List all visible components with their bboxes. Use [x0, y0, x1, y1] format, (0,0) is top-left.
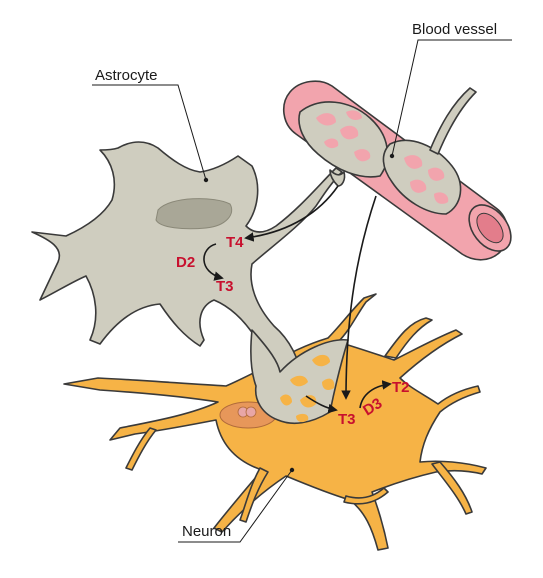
arrow-vessel-to-astrocyte [244, 185, 339, 242]
arrow-vessel-to-neuron [341, 195, 377, 400]
neuron-leader-line [178, 469, 293, 543]
blood-vessel-label: Blood vessel [412, 21, 497, 38]
nucleolus [245, 406, 257, 418]
vessel-lumen [476, 212, 504, 244]
neuron-t2-label: T2 [392, 379, 410, 396]
astrocyte-leader-line [92, 84, 207, 181]
blood-vessel-leader-dot [389, 153, 395, 159]
neuron-leader-dot [289, 467, 295, 473]
blood-vessel-leader-line [391, 39, 512, 157]
arrow-t4-to-t3-astrocyte [203, 243, 224, 281]
astrocyte-t3-label: T3 [216, 278, 234, 295]
transport-arrows [203, 185, 392, 414]
arrow-t3-to-t2-neuron [359, 380, 392, 409]
astrocyte-label: Astrocyte [95, 67, 158, 84]
neuron-t3-label: T3 [338, 411, 356, 428]
endfoot-network-neuron [280, 354, 335, 423]
astrocyte-d2-label: D2 [176, 254, 195, 271]
astrocyte-leader-dot [203, 177, 209, 183]
neuron-label: Neuron [182, 523, 231, 540]
neuron-cell [63, 293, 487, 551]
astrocyte-t4-label: T4 [226, 234, 244, 251]
astrocyte-cell [31, 141, 349, 425]
arrow-astrocyte-to-neuron [305, 395, 338, 414]
astrocyte-nucleus [155, 198, 233, 230]
endfoot-network-vessel [316, 110, 449, 204]
blood-vessel [283, 80, 512, 261]
